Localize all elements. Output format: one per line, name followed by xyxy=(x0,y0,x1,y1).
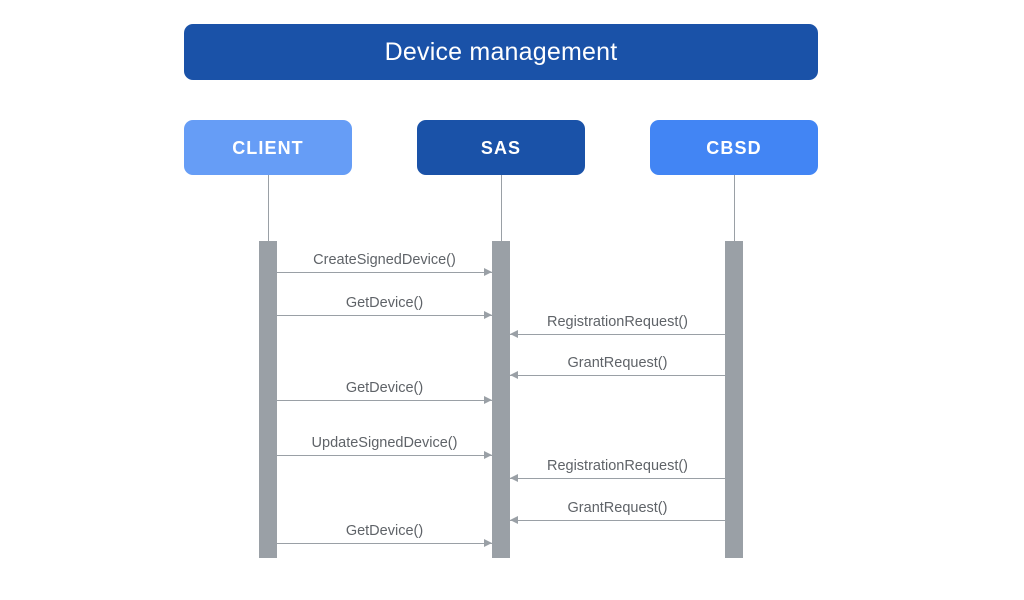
message-line xyxy=(277,400,492,401)
message-line xyxy=(510,334,725,335)
arrow-head-icon xyxy=(484,451,492,459)
arrow-head-icon xyxy=(510,330,518,338)
message-cbsd-to-sas[interactable]: GrantRequest() xyxy=(510,355,725,379)
message-cbsd-to-sas[interactable]: RegistrationRequest() xyxy=(510,314,725,338)
participant-label: CBSD xyxy=(706,137,762,158)
lifeline-cbsd xyxy=(734,175,735,241)
arrow-head-icon xyxy=(484,268,492,276)
participant-label: SAS xyxy=(480,137,522,158)
message-client-to-sas[interactable]: GetDevice() xyxy=(277,523,492,547)
arrow-head-icon xyxy=(510,516,518,524)
arrow-head-icon xyxy=(484,539,492,547)
lifeline-sas xyxy=(501,175,502,241)
activation-bar-cbsd xyxy=(725,241,743,558)
message-label: GrantRequest() xyxy=(567,499,668,516)
message-cbsd-to-sas[interactable]: RegistrationRequest() xyxy=(510,458,725,482)
participant-client[interactable]: CLIENT xyxy=(184,120,352,175)
arrow-head-icon xyxy=(484,396,492,404)
message-label: GetDevice() xyxy=(345,379,424,396)
message-client-to-sas[interactable]: GetDevice() xyxy=(277,295,492,319)
message-cbsd-to-sas[interactable]: GrantRequest() xyxy=(510,500,725,524)
lifeline-client xyxy=(268,175,269,241)
message-line xyxy=(510,375,725,376)
participant-sas[interactable]: SAS xyxy=(417,120,585,175)
message-label: CreateSignedDevice() xyxy=(313,251,456,268)
activation-bar-client xyxy=(259,241,277,558)
message-line xyxy=(277,455,492,456)
message-client-to-sas[interactable]: CreateSignedDevice() xyxy=(277,252,492,276)
message-client-to-sas[interactable]: UpdateSignedDevice() xyxy=(277,435,492,459)
participant-cbsd[interactable]: CBSD xyxy=(650,120,818,175)
participant-label: CLIENT xyxy=(232,137,304,158)
message-label: RegistrationRequest() xyxy=(546,457,689,474)
arrow-head-icon xyxy=(484,311,492,319)
message-label: UpdateSignedDevice() xyxy=(311,434,458,451)
message-line xyxy=(277,315,492,316)
activation-bar-sas xyxy=(492,241,510,558)
arrow-head-icon xyxy=(510,371,518,379)
message-line xyxy=(510,478,725,479)
message-label: RegistrationRequest() xyxy=(546,313,689,330)
message-label: GetDevice() xyxy=(345,522,424,539)
message-line xyxy=(277,272,492,273)
arrow-head-icon xyxy=(510,474,518,482)
page-title: Device management xyxy=(384,37,618,66)
message-line xyxy=(277,543,492,544)
message-client-to-sas[interactable]: GetDevice() xyxy=(277,380,492,404)
message-label: GetDevice() xyxy=(345,294,424,311)
message-label: GrantRequest() xyxy=(567,354,668,371)
diagram-title-bar: Device management xyxy=(184,24,818,80)
message-line xyxy=(510,520,725,521)
